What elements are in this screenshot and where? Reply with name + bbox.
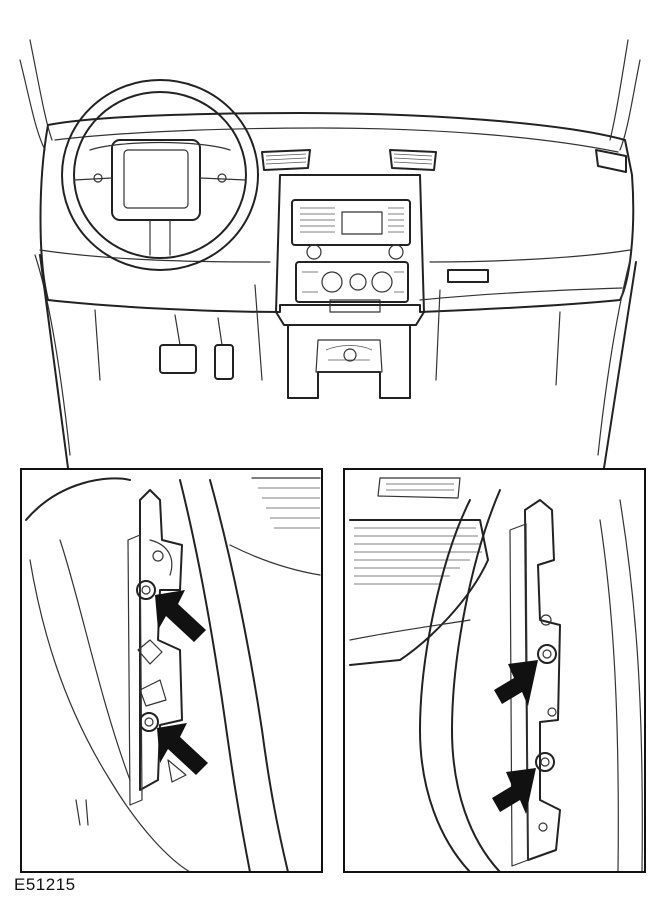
steering-wheel xyxy=(61,79,259,271)
dashboard-overview xyxy=(19,39,641,469)
center-console xyxy=(275,174,425,326)
leader-line-right xyxy=(603,261,637,469)
detail-panel-left xyxy=(20,468,323,873)
detail-panel-right xyxy=(343,468,646,873)
center-vents xyxy=(261,149,627,173)
leader-line-left xyxy=(39,254,69,469)
bolt-lower-right xyxy=(535,752,555,772)
arrow-upper-right xyxy=(494,660,538,706)
transmission-tunnel xyxy=(287,324,411,399)
arrow-upper-left xyxy=(155,590,206,642)
bolt-upper-right xyxy=(537,644,557,664)
bolt-lower-left xyxy=(139,712,159,732)
bolt-upper-left xyxy=(136,580,156,600)
figure-id-label: E51215 xyxy=(14,875,76,894)
arrow-lower-right xyxy=(492,768,536,814)
glovebox-handle xyxy=(447,269,489,283)
dashboard-outline xyxy=(39,112,635,313)
pedals xyxy=(159,314,234,380)
arrow-lower-left xyxy=(157,723,208,775)
